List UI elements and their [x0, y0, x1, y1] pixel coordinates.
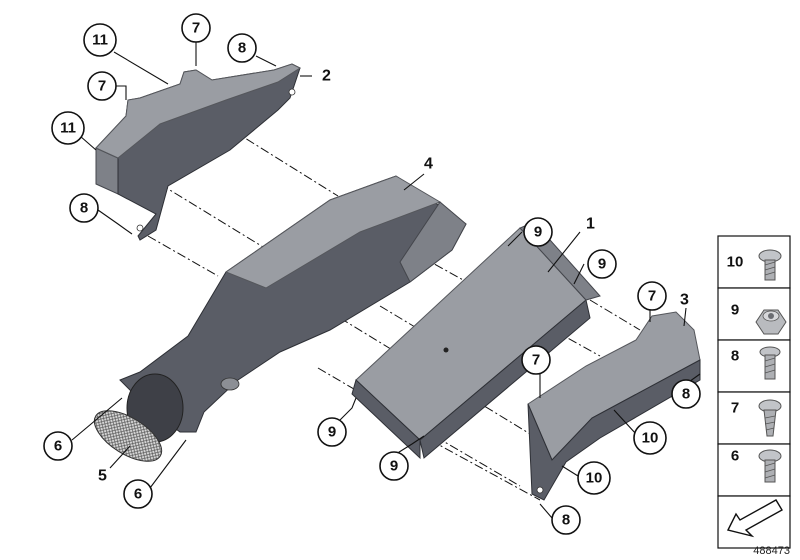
callout-7-middle: 7	[521, 345, 551, 375]
callout-11-left: 11	[51, 111, 85, 145]
legend-label-6: 6	[731, 448, 739, 465]
alignment-lines	[147, 129, 641, 501]
svg-text:7: 7	[192, 20, 200, 37]
callout-11-top-left: 11	[83, 23, 117, 57]
callout-10-lower: 10	[577, 461, 611, 495]
callout-9-upper-right: 9	[587, 249, 617, 279]
legend-label-9: 9	[731, 302, 739, 319]
label-part-4: 4	[424, 156, 433, 173]
nut-icon	[755, 309, 787, 335]
svg-text:9: 9	[328, 424, 336, 441]
svg-text:10: 10	[586, 470, 603, 487]
callout-9-lower-middle: 9	[379, 451, 409, 481]
callout-8-top: 8	[227, 33, 257, 63]
screw-icon	[759, 346, 781, 380]
label-part-3: 3	[680, 292, 689, 309]
callout-8-right: 8	[671, 379, 701, 409]
svg-text:9: 9	[534, 224, 542, 241]
callout-9-lower-left: 9	[317, 417, 347, 447]
svg-text:9: 9	[390, 458, 398, 475]
svg-text:11: 11	[60, 120, 76, 137]
label-part-1: 1	[586, 216, 595, 233]
svg-text:6: 6	[134, 486, 142, 503]
callout-7-left: 7	[87, 71, 117, 101]
direction-arrow-icon	[726, 499, 783, 538]
callout-7-right: 7	[637, 281, 667, 311]
label-part-2: 2	[322, 68, 331, 85]
svg-text:7: 7	[98, 78, 106, 95]
svg-text:6: 6	[54, 438, 62, 455]
callout-9-upper-left: 9	[523, 217, 553, 247]
legend-label-10: 10	[727, 254, 744, 271]
svg-text:7: 7	[532, 352, 540, 369]
svg-text:8: 8	[682, 386, 690, 403]
svg-text:9: 9	[598, 256, 606, 273]
callout-6-left: 6	[43, 431, 73, 461]
callout-10-right: 10	[633, 421, 667, 455]
clip-screw-icon	[758, 399, 782, 437]
svg-text:8: 8	[562, 512, 570, 529]
callout-8-bottom: 8	[551, 505, 581, 535]
svg-text:11: 11	[92, 32, 108, 49]
leader-lines	[71, 40, 701, 519]
legend-label-8: 8	[731, 348, 739, 365]
bracket-upper-part-2	[95, 63, 302, 241]
diagram-number: 488473	[753, 545, 790, 557]
screw-icon	[758, 249, 782, 281]
callout-8-left: 8	[69, 193, 99, 223]
svg-text:7: 7	[648, 288, 656, 305]
grille-part-5	[93, 410, 163, 462]
screw-icon	[758, 449, 782, 483]
legend-label-7: 7	[731, 400, 739, 417]
callout-6-bottom: 6	[123, 479, 153, 509]
callout-7-top: 7	[181, 13, 211, 43]
fastener-legend: 10 9 8 7 6	[717, 235, 791, 549]
svg-text:8: 8	[238, 40, 246, 57]
svg-text:10: 10	[642, 430, 659, 447]
svg-text:8: 8	[80, 200, 88, 217]
label-part-5: 5	[98, 468, 107, 485]
tray-part-1	[351, 221, 601, 460]
